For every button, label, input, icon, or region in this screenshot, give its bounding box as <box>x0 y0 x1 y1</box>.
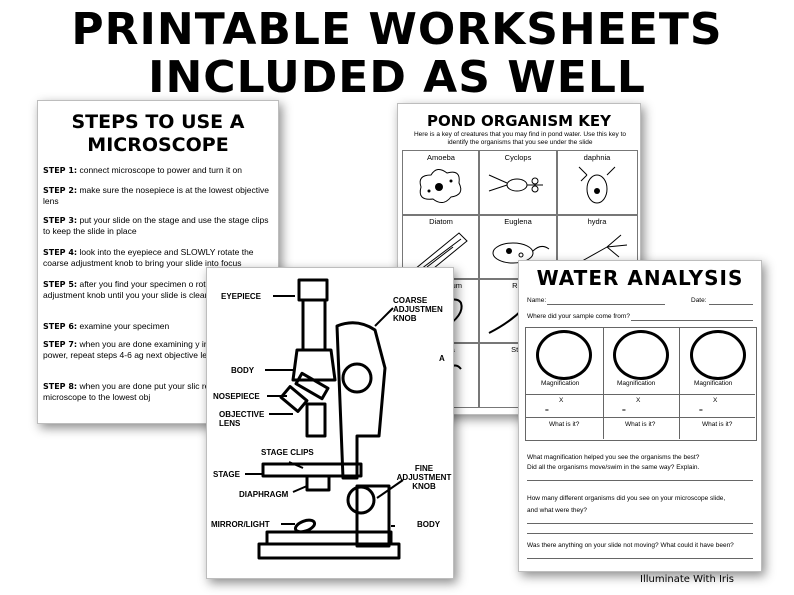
organism-name: daphnia <box>583 153 611 162</box>
pond-subtitle: Here is a key of creatures that you may … <box>413 131 627 146</box>
organism-name: Euglena <box>504 217 532 226</box>
row-line <box>525 394 755 395</box>
sample-question: Where did your sample come from? <box>527 313 630 320</box>
name-line <box>547 304 665 305</box>
organism-cell: Cyclops <box>478 150 558 216</box>
answer-line <box>527 533 753 534</box>
date-line <box>709 304 753 305</box>
label-fine-adjustment: FINE ADJUSTMENT KNOB <box>396 464 452 491</box>
step-4: STEP 4: look into the eyepiece and SLOWL… <box>43 247 254 268</box>
slide-circle <box>613 330 669 380</box>
steps-worksheet: STEPS TO USE A MICROSCOPE STEP 1: connec… <box>37 100 279 424</box>
step-2: STEP 2: make sure the nosepiece is at th… <box>43 185 269 206</box>
label-arm: A <box>439 354 445 363</box>
amoeba-icon <box>419 169 462 203</box>
credit-text: Illuminate With Iris <box>640 574 735 585</box>
equals-mark: = <box>699 407 703 414</box>
question-not-moving: Was there anything on your slide not mov… <box>527 542 734 549</box>
hydra-icon <box>574 234 628 266</box>
label-stage-clips: STAGE CLIPS <box>261 448 314 457</box>
what-is-it-label: What is it? <box>549 421 580 428</box>
label-body: BODY <box>231 366 255 375</box>
steps-title-line-1: STEPS TO USE A <box>71 111 245 133</box>
pond-title: POND ORGANISM KEY <box>426 112 611 130</box>
step-7: STEP 7: when you are done examining y in… <box>43 339 250 360</box>
date-label: Date: <box>691 297 707 304</box>
organism-name: Rot <box>479 281 557 290</box>
x-mark: X <box>713 397 718 404</box>
magnification-label: Magnification <box>617 380 656 387</box>
daphnia-icon <box>578 166 616 204</box>
microscope-icon <box>245 278 404 560</box>
label-mirror-light: MIRROR/LIGHT <box>211 520 270 529</box>
slide-circle <box>536 330 592 380</box>
sample-line <box>631 320 753 321</box>
table-divider <box>603 327 604 439</box>
step-8: STEP 8: when you are done put your slic … <box>43 381 240 402</box>
organism-cell: Amoeba <box>402 150 480 216</box>
slide-circle <box>690 330 746 380</box>
answer-line <box>527 480 753 481</box>
observation-table <box>525 327 757 441</box>
what-is-it-label: What is it? <box>702 421 733 428</box>
x-mark: X <box>636 397 641 404</box>
question-best-magnification: What magnification helped you see the or… <box>527 454 700 461</box>
euglena-icon <box>492 242 550 264</box>
organism-cell: daphnia <box>556 150 638 216</box>
answer-line <box>527 523 753 524</box>
label-stage: STAGE <box>213 470 240 479</box>
answer-line <box>527 558 753 559</box>
row-line <box>525 417 755 418</box>
water-analysis-worksheet: WATER ANALYSIS Name: Date: Where did you… <box>518 260 762 572</box>
label-coarse-adjustment: COARSE ADJUSTMEN KNOB <box>393 296 443 323</box>
organism-name: Ster <box>479 345 557 354</box>
water-title: WATER ANALYSIS <box>536 266 744 290</box>
what-is-it-label: What is it? <box>625 421 656 428</box>
organism-name: Diatom <box>429 217 453 226</box>
name-label: Name: <box>527 297 547 304</box>
microscope-diagram-worksheet: EYEPIECE COARSE ADJUSTMEN KNOB A BODY NO… <box>206 267 454 579</box>
label-objective-lens: OBJECTIVE LENS <box>219 410 265 428</box>
step-3: STEP 3: put your slide on the stage and … <box>43 215 269 236</box>
step-6: STEP 6: examine your specimen <box>43 321 170 331</box>
magnification-label: Magnification <box>694 380 733 387</box>
magnification-label: Magnification <box>541 380 580 387</box>
question-count: How many different organisms did you see… <box>527 495 726 502</box>
organism-name: Amoeba <box>427 153 455 162</box>
step-1: STEP 1: connect microscope to power and … <box>43 165 243 175</box>
step-5: STEP 5: after you find your specimen o r… <box>43 279 271 300</box>
equals-mark: = <box>545 407 549 414</box>
label-eyepiece: EYEPIECE <box>221 292 262 301</box>
header-line-2: INCLUDED AS WELL <box>148 52 646 103</box>
table-divider <box>679 327 680 439</box>
x-mark: X <box>559 397 564 404</box>
label-base-body: BODY <box>417 520 441 529</box>
header-line-1: PRINTABLE WORKSHEETS <box>71 4 723 55</box>
organism-name: Cyclops <box>504 153 532 162</box>
cyclops-icon <box>488 174 543 193</box>
question-movement: Did all the organisms move/swim in the s… <box>527 464 700 471</box>
question-count-cont: and what were they? <box>527 507 587 514</box>
steps-title-line-2: MICROSCOPE <box>87 134 229 156</box>
label-diaphragm: DIAPHRAGM <box>239 490 289 499</box>
organism-name: hydra <box>587 217 607 226</box>
equals-mark: = <box>622 407 626 414</box>
label-nosepiece: NOSEPIECE <box>213 392 260 401</box>
